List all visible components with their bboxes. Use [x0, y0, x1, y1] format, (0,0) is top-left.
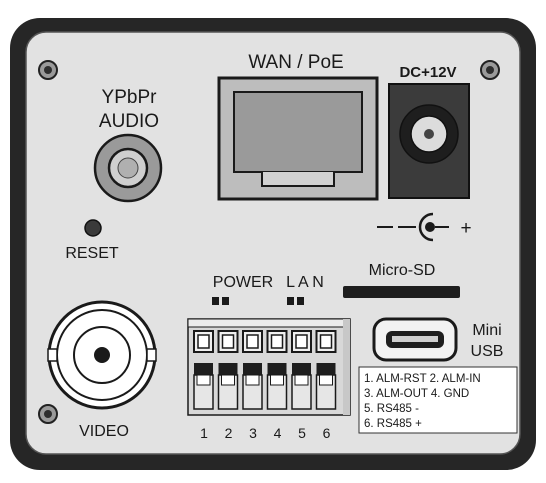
- terminal-pin-1[interactable]: [193, 330, 214, 410]
- pin-number-1: 1: [200, 425, 208, 441]
- dc-power-jack[interactable]: [388, 83, 470, 199]
- usb-label: USB: [471, 343, 504, 360]
- reset-button[interactable]: [84, 219, 102, 237]
- terminal-pin-6[interactable]: [315, 330, 337, 410]
- reset-label: RESET: [65, 245, 119, 262]
- pin-number-4: 4: [274, 425, 282, 441]
- microsd-label: Micro-SD: [369, 262, 436, 279]
- pin-legend-line-4: 6. RS485 +: [364, 418, 422, 430]
- terminal-pin-3[interactable]: [242, 330, 263, 410]
- video-bnc-connector[interactable]: [47, 300, 157, 410]
- screw-top-left: [38, 60, 58, 80]
- video-label: VIDEO: [79, 423, 129, 440]
- power-led: [212, 297, 229, 305]
- audio-label-top: YPbPr: [102, 87, 158, 108]
- audio-label-bottom: AUDIO: [99, 111, 159, 132]
- screw-bottom-left: [38, 404, 58, 424]
- dc-label: DC+12V: [399, 64, 456, 81]
- pin-number-3: 3: [249, 425, 257, 441]
- lan-led: [287, 297, 304, 305]
- terminal-pins[interactable]: [193, 330, 337, 410]
- terminal-pin-4[interactable]: [266, 330, 288, 410]
- dc-polarity-symbol: +: [377, 212, 472, 242]
- pin-legend-line-2: 3. ALM-OUT 4. GND: [364, 388, 469, 400]
- mini-usb-port[interactable]: [372, 317, 458, 362]
- audio-jack[interactable]: [93, 133, 163, 203]
- pin-legend-box: [358, 366, 518, 434]
- wan-poe-port[interactable]: [217, 76, 379, 201]
- terminal-pin-5[interactable]: [291, 330, 312, 410]
- screw-top-right: [480, 60, 500, 80]
- terminal-pin-2[interactable]: [217, 330, 239, 410]
- microsd-slot[interactable]: [343, 286, 460, 298]
- power-label: POWER: [213, 274, 273, 291]
- mini-label: Mini: [472, 322, 501, 339]
- lan-label: L A N: [286, 274, 324, 291]
- polarity-plus-label: +: [460, 218, 471, 239]
- pin-number-5: 5: [298, 425, 306, 441]
- pin-number-2: 2: [225, 425, 233, 441]
- wan-label: WAN / PoE: [248, 52, 343, 73]
- pin-legend-line-1: 1. ALM-RST 2. ALM-IN: [364, 373, 481, 385]
- pin-number-6: 6: [323, 425, 331, 441]
- pin-legend-line-3: 5. RS485 -: [364, 403, 419, 415]
